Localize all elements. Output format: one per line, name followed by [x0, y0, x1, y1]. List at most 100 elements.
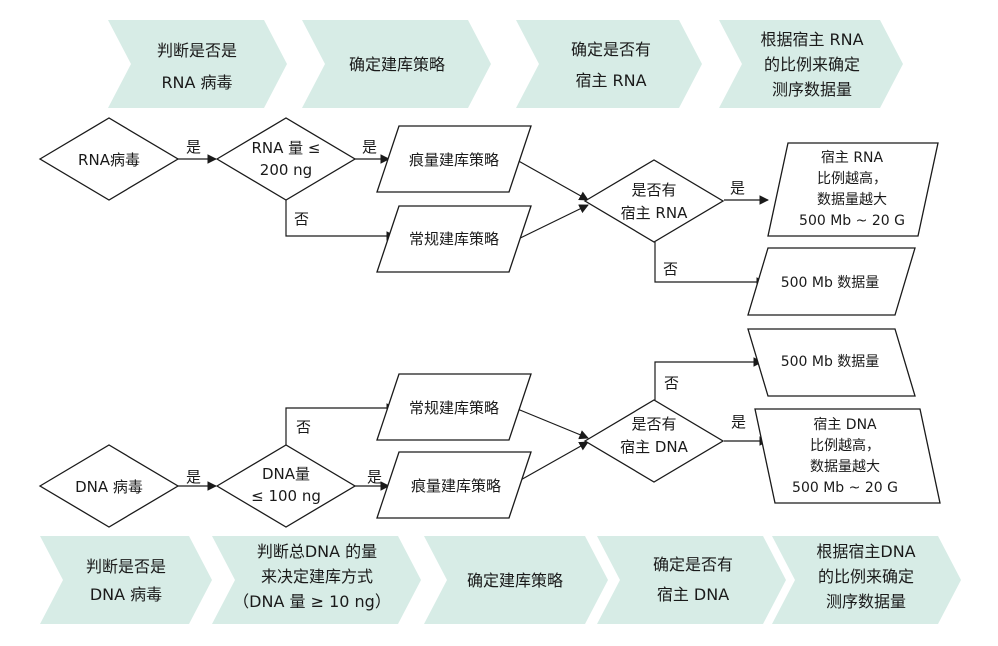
top-step-4-line-2: 的比例来确定 — [764, 55, 860, 74]
top-step-4-line-3: 测序数据量 — [772, 80, 852, 99]
rna-edge-host-to-no — [654, 242, 766, 287]
dna-result-yes-line-3: 数据量越大 — [810, 459, 880, 475]
top-step-2: 确定建库策略 — [302, 20, 491, 108]
rna-normal-lib-node: 常规建库策略 — [376, 205, 532, 273]
dna-edge-normal-to-host — [514, 407, 589, 440]
dna-amount-line-1: DNA量 — [262, 465, 310, 483]
rna-amount-diamond — [215, 117, 357, 201]
bottom-step-3-line-1: 确定建库策略 — [467, 571, 563, 590]
dna-host-line-1: 是否有 — [631, 415, 676, 433]
dna-edge-trace-to-host — [509, 441, 589, 487]
rna-host-node: 是否有 宿主 RNA — [583, 159, 725, 243]
rna-trace-lib-shape — [376, 125, 532, 193]
rna-yes-label-1: 是 — [186, 138, 201, 156]
top-step-4-line-1: 根据宿主 RNA — [760, 30, 863, 49]
rna-result-yes-shape — [767, 142, 939, 237]
rna-result-yes-line-3: 数据量越大 — [817, 192, 887, 208]
top-step-3: 确定是否有 宿主 RNA — [516, 20, 702, 108]
dna-edges — [178, 357, 769, 491]
rna-no-label-1: 否 — [294, 210, 309, 228]
bottom-step-1-line-1: 判断是否是 — [86, 557, 166, 576]
rna-edge-trace-to-host — [514, 158, 589, 201]
bottom-step-4: 确定是否有 宿主 DNA — [597, 536, 786, 624]
rna-yes-label-2: 是 — [362, 138, 377, 156]
bottom-step-4-line-1: 确定是否有 — [653, 555, 733, 574]
dna-yes-label-1: 是 — [186, 468, 201, 486]
top-step-1: 判断是否是 RNA 病毒 — [108, 20, 287, 108]
bottom-step-2-line-1: 判断总DNA 的量 — [257, 542, 377, 561]
dna-result-yes-line-4: 500 Mb ~ 20 G — [792, 480, 898, 496]
bottom-step-4-shape — [597, 536, 786, 624]
rna-result-no-label: 500 Mb 数据量 — [781, 275, 880, 291]
dna-amount-diamond — [215, 444, 357, 528]
rna-trace-lib-label: 痕量建库策略 — [409, 151, 499, 169]
dna-trace-lib-label: 痕量建库策略 — [411, 477, 501, 495]
rna-result-yes-line-4: 500 Mb ~ 20 G — [799, 213, 905, 229]
rna-host-line-1: 是否有 — [631, 181, 676, 199]
dna-amount-node: DNA量 ≤ 100 ng — [215, 444, 357, 528]
bottom-step-2-line-2: 来决定建库方式 — [261, 567, 373, 586]
rna-result-yes-node: 宿主 RNA 比例越高， 数据量越大 500 Mb ~ 20 G — [767, 142, 939, 237]
dna-host-diamond — [583, 399, 725, 483]
top-step-4-shape — [719, 20, 903, 108]
dna-result-yes-line-1: 宿主 DNA — [813, 416, 877, 433]
bottom-step-3-shape — [424, 536, 608, 624]
bottom-step-1-line-2: DNA 病毒 — [90, 585, 162, 604]
dna-start-diamond — [38, 444, 180, 528]
bottom-step-2-shape — [212, 536, 421, 624]
bottom-step-2: 判断总DNA 的量 来决定建库方式 （DNA 量 ≥ 10 ng） — [212, 536, 421, 624]
top-step-3-line-2: 宿主 RNA — [575, 71, 646, 90]
top-step-1-line-1: 判断是否是 — [157, 41, 237, 60]
dna-yes-label-2: 是 — [367, 468, 382, 486]
rna-start-label: RNA病毒 — [78, 151, 140, 169]
dna-normal-lib-node: 常规建库策略 — [376, 373, 532, 441]
dna-flow: 是 否 是 否 是 DNA 病毒 DNA量 ≤ 100 ng 常规建库策略 痕量… — [38, 328, 941, 528]
rna-edge-normal-to-host — [507, 204, 589, 245]
bottom-step-5: 根据宿主DNA 的比例来确定 测序数据量 — [772, 536, 961, 624]
dna-trace-lib-node: 痕量建库策略 — [376, 451, 532, 519]
rna-normal-lib-label: 常规建库策略 — [409, 230, 499, 248]
rna-start-node: RNA病毒 — [38, 117, 180, 201]
dna-host-node: 是否有 宿主 DNA — [583, 399, 725, 483]
dna-yes-label-3: 是 — [731, 413, 746, 431]
bottom-step-1-shape — [40, 536, 212, 624]
top-step-2-shape — [302, 20, 491, 108]
top-step-3-line-1: 确定是否有 — [571, 40, 651, 59]
rna-result-yes-line-1: 宿主 RNA — [821, 149, 884, 166]
dna-normal-lib-label: 常规建库策略 — [409, 399, 499, 417]
dna-result-yes-node: 宿主 DNA 比例越高， 数据量越大 500 Mb ~ 20 G — [754, 408, 941, 504]
rna-amount-node: RNA 量 ≤ 200 ng — [215, 117, 357, 201]
dna-result-no-shape — [747, 328, 916, 397]
rna-host-line-2: 宿主 RNA — [621, 204, 688, 222]
dna-no-label-2: 否 — [664, 374, 679, 392]
dna-trace-lib-shape — [376, 451, 532, 519]
bottom-step-4-line-2: 宿主 DNA — [657, 585, 729, 604]
bottom-step-1: 判断是否是 DNA 病毒 — [40, 536, 212, 624]
dna-result-yes-line-2: 比例越高， — [810, 437, 880, 454]
rna-edge-amount-to-normal — [285, 200, 396, 241]
rna-normal-lib-shape — [376, 205, 532, 273]
rna-no-label-2: 否 — [663, 260, 678, 278]
bottom-step-bar: 判断是否是 DNA 病毒 判断总DNA 的量 来决定建库方式 （DNA 量 ≥ … — [40, 536, 961, 624]
top-step-3-shape — [516, 20, 702, 108]
dna-start-label: DNA 病毒 — [75, 478, 143, 496]
rna-trace-lib-node: 痕量建库策略 — [376, 125, 532, 193]
bottom-step-5-shape — [772, 536, 961, 624]
dna-result-yes-shape — [754, 408, 941, 504]
dna-amount-line-2: ≤ 100 ng — [251, 487, 321, 505]
rna-amount-line-1: RNA 量 ≤ — [251, 139, 320, 157]
bottom-step-3: 确定建库策略 — [424, 536, 608, 624]
rna-flow: 是 是 否 是 否 RNA病毒 RNA 量 ≤ 200 ng 痕量建库策略 常规… — [38, 117, 939, 316]
dna-result-no-node: 500 Mb 数据量 — [747, 328, 916, 397]
rna-yes-label-3: 是 — [730, 179, 745, 197]
bottom-step-5-line-1: 根据宿主DNA — [816, 542, 915, 561]
top-step-1-line-2: RNA 病毒 — [161, 73, 232, 92]
top-step-1-shape — [108, 20, 287, 108]
rna-result-no-shape — [747, 247, 916, 316]
dna-no-label-1: 否 — [296, 418, 311, 436]
dna-edge-amount-to-normal — [285, 403, 396, 445]
dna-normal-lib-shape — [376, 373, 532, 441]
bottom-step-5-line-2: 的比例来确定 — [818, 567, 914, 586]
dna-result-no-label: 500 Mb 数据量 — [781, 354, 880, 370]
